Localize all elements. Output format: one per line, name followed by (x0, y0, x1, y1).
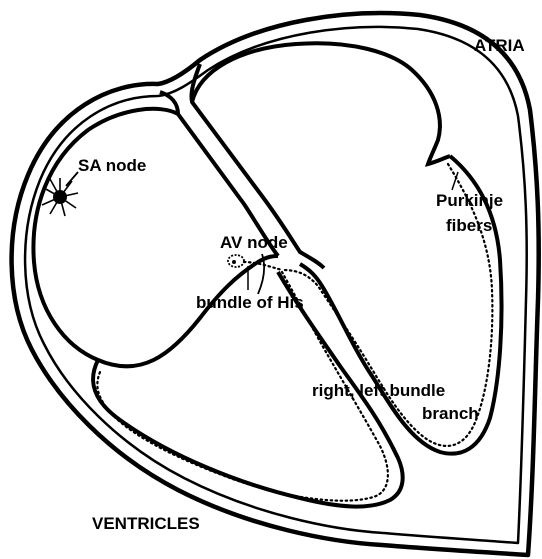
outer-heart-wall (12, 13, 539, 555)
av-node-label: AV node (220, 233, 288, 252)
sa-node-label: SA node (78, 156, 146, 175)
upper-septum (160, 92, 278, 256)
bundle-of-his-label: bundle of His (196, 293, 304, 312)
bundle-branch-label-line1: right, left bundle (312, 381, 445, 400)
atria-label: ATRIA (474, 36, 525, 55)
purkinje-label-line2: fibers (446, 216, 492, 235)
purkinje-label-line1: Purkinje (436, 191, 503, 210)
atrium-wall (192, 43, 450, 164)
ventricles-label: VENTRICLES (92, 514, 200, 533)
bundle-branch-label-line2: branch (422, 404, 479, 423)
outer-heart-wall-inner-line (25, 27, 527, 543)
